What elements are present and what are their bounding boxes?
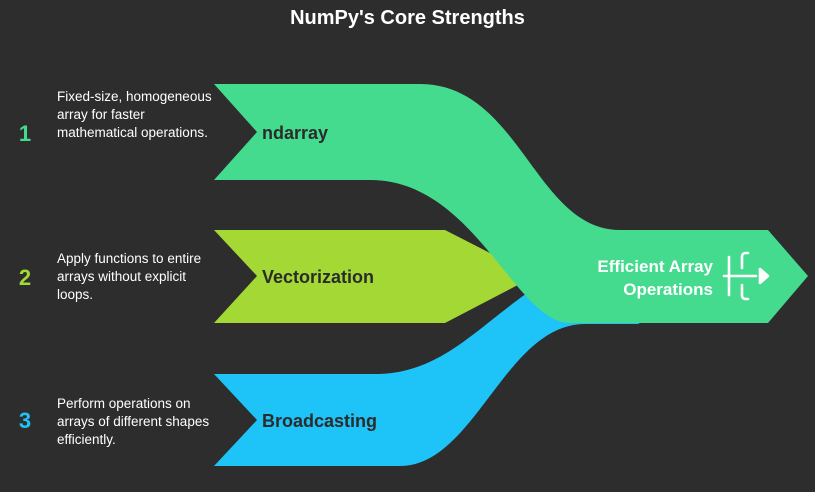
step-number-2: 2 bbox=[18, 265, 32, 290]
vectorization-band bbox=[214, 230, 535, 323]
output-label-line1: Efficient Array bbox=[597, 257, 713, 276]
step-number-3: 3 bbox=[18, 408, 32, 433]
step-number-1: 1 bbox=[18, 121, 32, 146]
step-description-1: Fixed-size, homogeneous array for faster… bbox=[57, 89, 212, 140]
exit-arrow-icon bbox=[722, 251, 770, 301]
broadcasting-band bbox=[214, 281, 640, 466]
diagram-title: NumPy's Core Strengths bbox=[290, 7, 525, 29]
step-description-2: Apply functions to entire arrays without… bbox=[57, 251, 202, 302]
output-label-line2: Operations bbox=[623, 280, 713, 299]
ndarray-label: ndarray bbox=[262, 123, 328, 143]
vectorization-label: Vectorization bbox=[262, 267, 374, 287]
step-description-3: Perform operations on arrays of differen… bbox=[57, 396, 210, 447]
broadcasting-label: Broadcasting bbox=[262, 411, 377, 431]
ndarray-band bbox=[214, 84, 808, 323]
